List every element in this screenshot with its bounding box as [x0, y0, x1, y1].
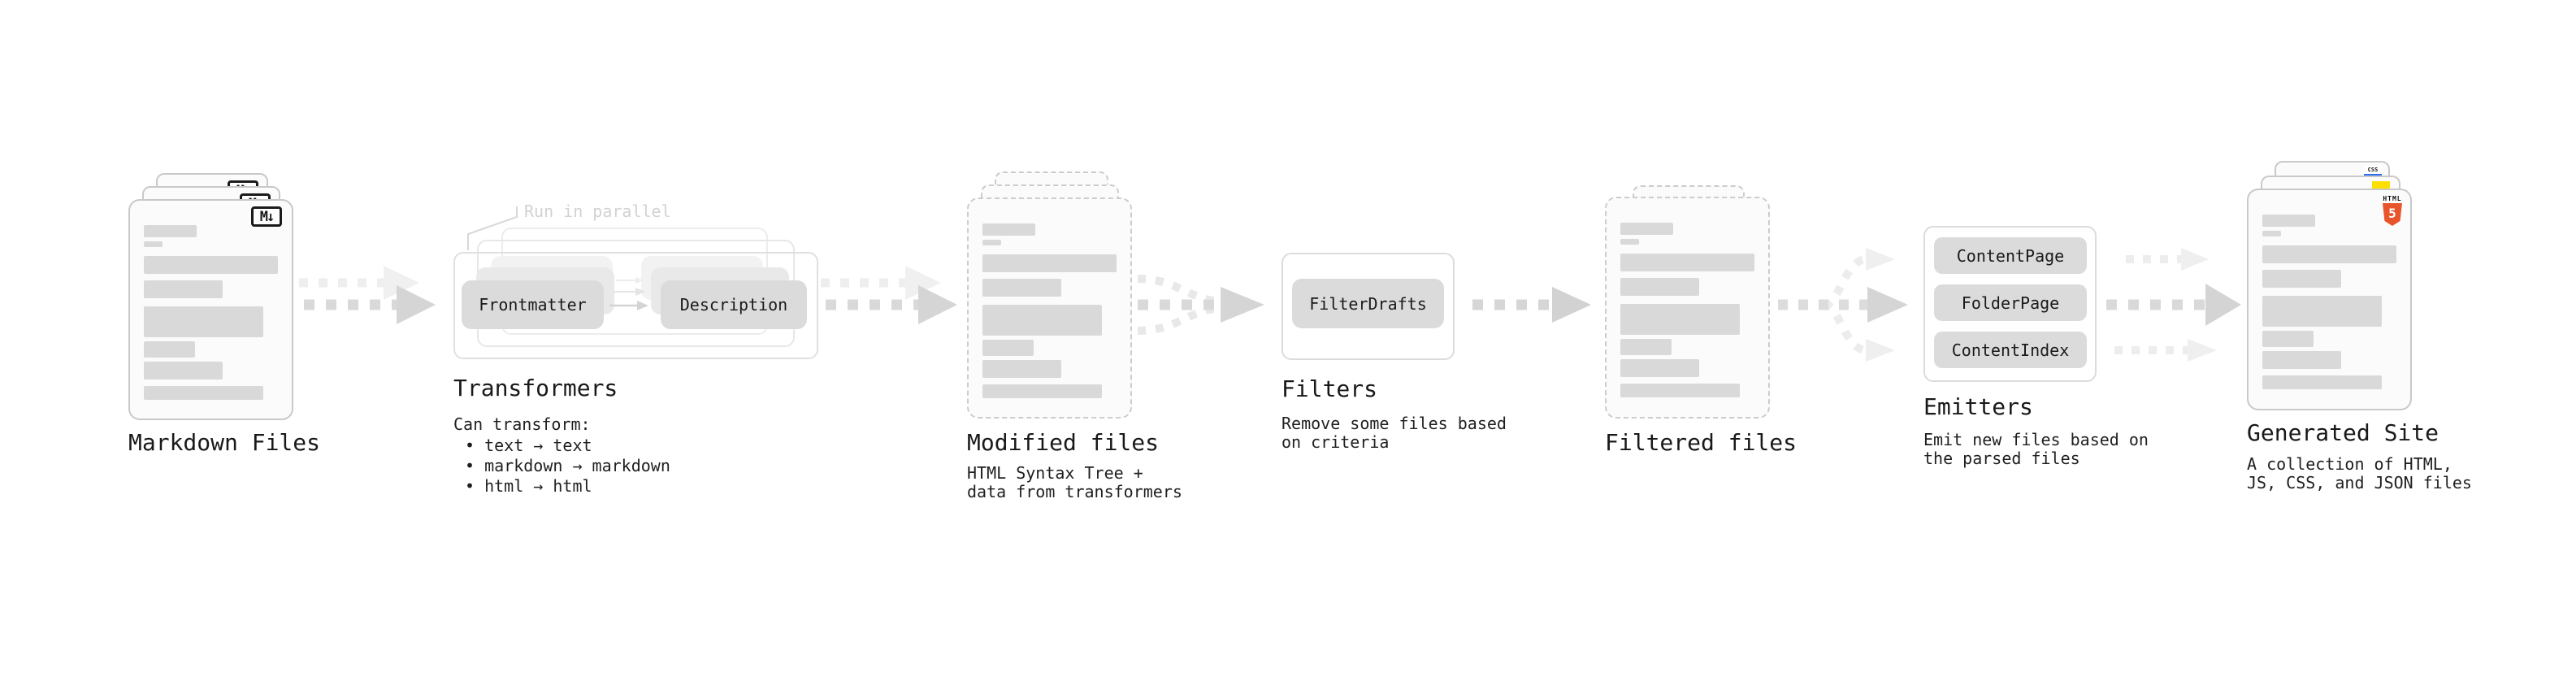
skeleton-bar	[2262, 296, 2382, 327]
skeleton-bar	[982, 305, 1102, 336]
node-frontmatter: Frontmatter	[462, 280, 604, 329]
skeleton-bar	[982, 360, 1061, 378]
desc-line: A collection of HTML,	[2247, 454, 2452, 474]
bullet-text-to-text: • text → text	[465, 436, 592, 455]
generated-file-html: HTML 5	[2247, 189, 2412, 410]
skeleton-bar	[144, 241, 163, 247]
skeleton-bar	[1620, 223, 1673, 235]
skeleton-bar	[1620, 254, 1754, 271]
node-contentindex: ContentIndex	[1934, 332, 2087, 368]
skeleton-bar	[982, 384, 1102, 398]
skeleton-bar	[2262, 231, 2281, 236]
skeleton-bar	[144, 225, 197, 237]
desc-line: the parsed files	[1923, 449, 2080, 468]
generated-site-desc: A collection of HTML, JS, CSS, and JSON …	[2247, 455, 2472, 492]
mini-arrows-parallel	[609, 277, 648, 310]
stage-label-transformers: Transformers	[453, 375, 618, 401]
js-badge	[2372, 181, 2390, 189]
skeleton-bar	[144, 362, 223, 380]
emitters-desc: Emit new files based on the parsed files	[1923, 431, 2149, 468]
annotation-run-in-parallel: Run in parallel	[524, 202, 671, 221]
stage-label-modified-files: Modified files	[967, 429, 1160, 456]
node-filterdrafts: FilterDrafts	[1292, 279, 1444, 328]
flow-arrow-markdown-to-transformers	[299, 266, 436, 324]
skeleton-bar	[2262, 375, 2382, 389]
desc-line: Remove some files based	[1281, 414, 1507, 433]
skeleton-bar	[144, 306, 263, 337]
html5-icon: HTML 5	[2383, 195, 2402, 226]
skeleton-bar	[2262, 270, 2341, 288]
skeleton-bar	[144, 280, 223, 298]
skeleton-bar	[2262, 331, 2314, 347]
skeleton-bar	[1620, 384, 1740, 397]
flow-arrow-emitters-to-generated	[2106, 248, 2241, 362]
filtered-file-front	[1605, 197, 1770, 419]
skeleton-bar	[982, 240, 1001, 245]
modified-file-front	[967, 197, 1132, 419]
bullet-markdown-to-markdown: • markdown → markdown	[465, 456, 670, 475]
skeleton-bar	[982, 254, 1117, 272]
markdown-file-front: M↓	[128, 199, 293, 420]
node-description: Description	[661, 280, 807, 329]
desc-line: data from transformers	[967, 482, 1182, 501]
filters-desc: Remove some files based on criteria	[1281, 414, 1507, 452]
skeleton-bar	[982, 279, 1061, 297]
stage-label-emitters: Emitters	[1923, 393, 2033, 420]
desc-line: HTML Syntax Tree +	[967, 463, 1143, 483]
skeleton-bar	[2262, 215, 2315, 227]
skeleton-bar	[144, 256, 278, 274]
stage-label-generated-site: Generated Site	[2247, 419, 2439, 446]
flow-arrow-modified-to-filters	[1137, 275, 1264, 335]
html5-logo-text: HTML	[2383, 195, 2402, 202]
desc-line: on criteria	[1281, 432, 1390, 452]
skeleton-bar	[1620, 278, 1699, 296]
skeleton-bar	[1620, 339, 1672, 355]
transformers-bullets: • text → text • markdown → markdown • ht…	[465, 436, 670, 497]
skeleton-bar	[1620, 359, 1699, 377]
skeleton-bar	[144, 341, 195, 358]
stage-label-filters: Filters	[1281, 375, 1378, 402]
markdown-icon: M↓	[251, 206, 282, 227]
bullet-html-to-html: • html → html	[465, 476, 592, 496]
flow-arrow-filters-to-filtered	[1472, 287, 1591, 323]
skeleton-bar	[2262, 351, 2341, 369]
modified-files-desc: HTML Syntax Tree + data from transformer…	[967, 464, 1182, 501]
skeleton-bar	[1620, 239, 1639, 245]
html5-shield: 5	[2383, 203, 2402, 226]
css-badge: CSS	[2364, 166, 2382, 176]
stage-label-markdown-files: Markdown Files	[128, 429, 321, 456]
skeleton-bar	[982, 223, 1035, 236]
node-contentpage: ContentPage	[1934, 237, 2087, 274]
skeleton-bar	[144, 386, 263, 400]
desc-line: Emit new files based on	[1923, 430, 2149, 449]
skeleton-bar	[1620, 304, 1740, 335]
flow-arrow-transformers-to-modified	[821, 266, 957, 324]
desc-line: JS, CSS, and JSON files	[2247, 473, 2472, 492]
transformer-box-front	[453, 252, 818, 359]
annotation-leader-line	[467, 206, 518, 250]
skeleton-bar	[982, 340, 1034, 356]
transformers-desc-title: Can transform:	[453, 414, 591, 434]
stage-label-filtered-files: Filtered files	[1605, 429, 1798, 456]
flow-arrow-filtered-to-emitters	[1778, 248, 1908, 362]
skeleton-bar	[2262, 245, 2396, 263]
node-folderpage: FolderPage	[1934, 284, 2087, 321]
